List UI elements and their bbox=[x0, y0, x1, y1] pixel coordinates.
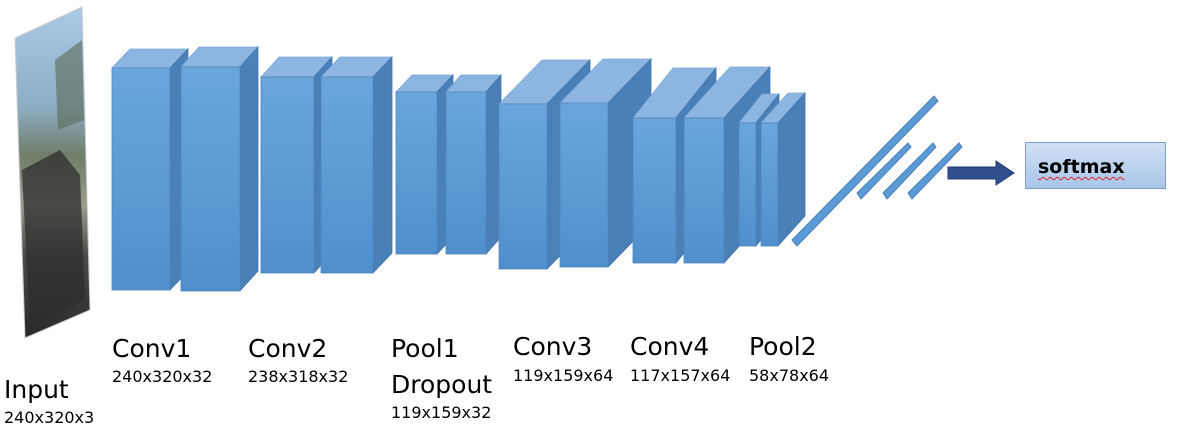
conv2-label: Conv2 bbox=[248, 334, 328, 363]
input-image bbox=[14, 6, 91, 339]
conv1-block-b-front-face bbox=[180, 66, 241, 292]
conv4-block-a-front-face bbox=[632, 117, 677, 264]
conv2-block-b bbox=[320, 55, 393, 275]
pool1-label: Pool1 bbox=[391, 334, 459, 363]
dense-layer-1 bbox=[791, 95, 939, 247]
conv3-dims: 119x159x64 bbox=[513, 366, 614, 385]
pool1-block-b-front-face bbox=[445, 91, 487, 255]
pool1-block-a-front-face bbox=[395, 91, 438, 255]
conv1-block-b-side-face bbox=[239, 45, 259, 293]
conv1-label: Conv1 bbox=[112, 334, 192, 363]
conv3-block-b-front-face bbox=[559, 102, 609, 268]
conv2-block-b-front-face bbox=[320, 76, 374, 274]
pool2-dims: 58x78x64 bbox=[749, 366, 830, 385]
pool2-label: Pool2 bbox=[749, 332, 817, 361]
pool2-block-b bbox=[760, 91, 806, 248]
conv1-block-a-front-face bbox=[111, 67, 171, 291]
softmax-label: softmax bbox=[1038, 156, 1125, 178]
pool1-block-a bbox=[395, 73, 454, 256]
input-dims: 240x320x3 bbox=[4, 408, 95, 427]
dropout-label: Dropout bbox=[391, 370, 493, 399]
conv4-label: Conv4 bbox=[630, 332, 710, 361]
dense-layer-2 bbox=[856, 142, 912, 200]
pool1-block-b bbox=[445, 73, 502, 256]
conv3-block-a-front-face bbox=[498, 103, 548, 270]
conv1-block-b bbox=[180, 45, 259, 293]
input-label: Input bbox=[4, 375, 69, 404]
conv2-dims: 238x318x32 bbox=[248, 367, 349, 386]
dense-layer-3 bbox=[882, 142, 937, 200]
pool1-dims: 119x159x32 bbox=[391, 403, 492, 422]
dense-layer-4 bbox=[907, 142, 963, 200]
conv2-block-a-front-face bbox=[260, 76, 315, 274]
arrow-icon bbox=[947, 160, 1015, 186]
dense-layers bbox=[791, 95, 963, 247]
conv2-block-b-side-face bbox=[372, 55, 393, 275]
conv4-block-b-front-face bbox=[683, 117, 725, 264]
softmax-box: softmax bbox=[1025, 142, 1166, 189]
conv1-dims: 240x320x32 bbox=[112, 367, 213, 386]
pool2-block-a-front-face bbox=[738, 122, 757, 247]
pool2-block-b-front-face bbox=[760, 122, 779, 247]
conv4-dims: 117x157x64 bbox=[630, 366, 731, 385]
conv3-label: Conv3 bbox=[513, 332, 593, 361]
conv1-block-a bbox=[111, 47, 189, 292]
